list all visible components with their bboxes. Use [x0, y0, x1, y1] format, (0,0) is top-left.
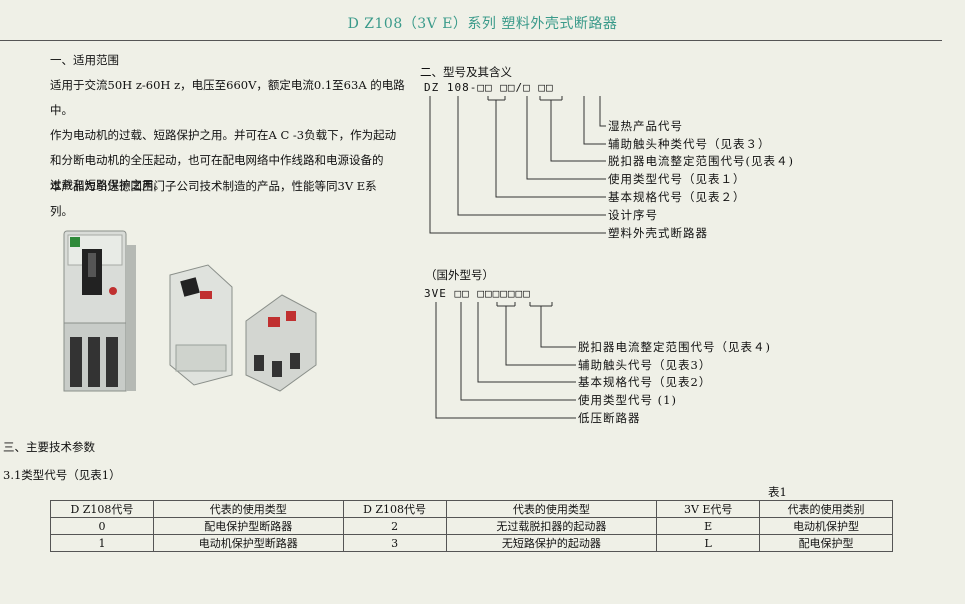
- annotation-aux-contact: 辅助触头种类代号（见表３）: [608, 137, 771, 151]
- section3-heading: 三、主要技术参数: [3, 440, 95, 454]
- table-cell: L: [656, 534, 761, 552]
- foreign-annotation-release-current: 脱扣器电流整定范围代号（见表４): [578, 340, 771, 354]
- table-header-cell: D Z108代号: [50, 500, 154, 518]
- para1-line: 作为电动机的过载、短路保护之用。并可在A C -3负载下，作为起动: [50, 128, 397, 142]
- foreign-annotation-lv-breaker: 低压断路器: [578, 411, 641, 425]
- table-cell: 2: [342, 517, 447, 535]
- page-title: D Z108（3V E）系列 塑料外壳式断路器: [347, 16, 618, 32]
- section1-paragraph2: 本产品为引进德国西门子公司技术制造的产品，性能等同3V E系 列。: [50, 174, 420, 224]
- para1-line: 和分断电动机的全压起动，也可在配电网络中作线路和电源设备的: [50, 153, 384, 167]
- table-cell: 配电保护型断路器: [152, 517, 344, 535]
- annotation-humid: 湿热产品代号: [608, 119, 683, 133]
- table-cell: 0: [50, 517, 154, 535]
- table-row: 0 配电保护型断路器 2 无过载脱扣器的起动器 E 电动机保护型: [50, 517, 893, 535]
- section1-paragraph1: 适用于交流50H z-60H z，电压至660V，额定电流0.1至63A 的电路…: [50, 73, 420, 198]
- table-cell: 无短路保护的起动器: [445, 534, 658, 552]
- annotation-usage-type: 使用类型代号（见表１）: [608, 172, 746, 186]
- section1-heading: 一、适用范围: [50, 53, 119, 67]
- foreign-annotation-usage-type: 使用类型代号 (1): [578, 393, 677, 407]
- annotation-mccb: 塑料外壳式断路器: [608, 226, 708, 240]
- para2-line: 本产品为引进德国西门子公司技术制造的产品，性能等同3V E系: [50, 179, 377, 193]
- foreign-annotation-basic-spec: 基本规格代号（见表2）: [578, 375, 712, 389]
- table1-caption: 表1: [768, 485, 787, 499]
- table-cell: 电动机保护型: [759, 517, 893, 535]
- section2-heading: 二、型号及其含义: [420, 65, 512, 79]
- table-cell: 1: [50, 534, 154, 552]
- para1-line: 适用于交流50H z-60H z，电压至660V，额定电流0.1至63A 的电路…: [50, 78, 405, 117]
- table-cell: 3: [342, 534, 447, 552]
- model-code: DZ 108-□□ □□/□ □□: [424, 81, 554, 94]
- table-cell: 电动机保护型断路器: [152, 534, 344, 552]
- table-cell: 无过载脱扣器的起动器: [445, 517, 658, 535]
- para1-line: 过载和短路保护之用。: [50, 178, 165, 192]
- foreign-model-heading: （国外型号）: [425, 268, 494, 282]
- table-cell: E: [656, 517, 761, 535]
- large-breaker-image: [63, 230, 136, 392]
- annotation-release-current: 脱扣器电流整定范围代号(见表４): [608, 154, 794, 168]
- table-row: 1 电动机保护型断路器 3 无短路保护的起动器 L 配电保护型: [50, 534, 893, 552]
- title-divider: [0, 40, 942, 41]
- small-breaker-image: [245, 294, 317, 392]
- table-header-cell: 3V E代号: [656, 500, 761, 518]
- table-header-cell: 代表的使用类型: [445, 500, 658, 518]
- table1: D Z108代号 代表的使用类型 D Z108代号 代表的使用类型 3V E代号…: [50, 500, 893, 552]
- foreign-annotation-aux-contact: 辅助触头代号（见表3）: [578, 358, 712, 372]
- annotation-basic-spec: 基本规格代号（见表２）: [608, 190, 746, 204]
- table-header-cell: D Z108代号: [342, 500, 447, 518]
- section31-heading: 3.1类型代号（见表1）: [3, 468, 121, 482]
- annotation-design-serial: 设计序号: [608, 208, 658, 222]
- table-header-row: D Z108代号 代表的使用类型 D Z108代号 代表的使用类型 3V E代号…: [50, 500, 893, 518]
- table-cell: 配电保护型: [759, 534, 893, 552]
- medium-breaker-image: [169, 264, 233, 386]
- product-photo: [63, 230, 317, 392]
- table-header-cell: 代表的使用类别: [759, 500, 893, 518]
- foreign-model-code: 3VE □□ □□□□□□□: [424, 287, 531, 300]
- table-header-cell: 代表的使用类型: [152, 500, 344, 518]
- para2-line: 列。: [50, 204, 73, 218]
